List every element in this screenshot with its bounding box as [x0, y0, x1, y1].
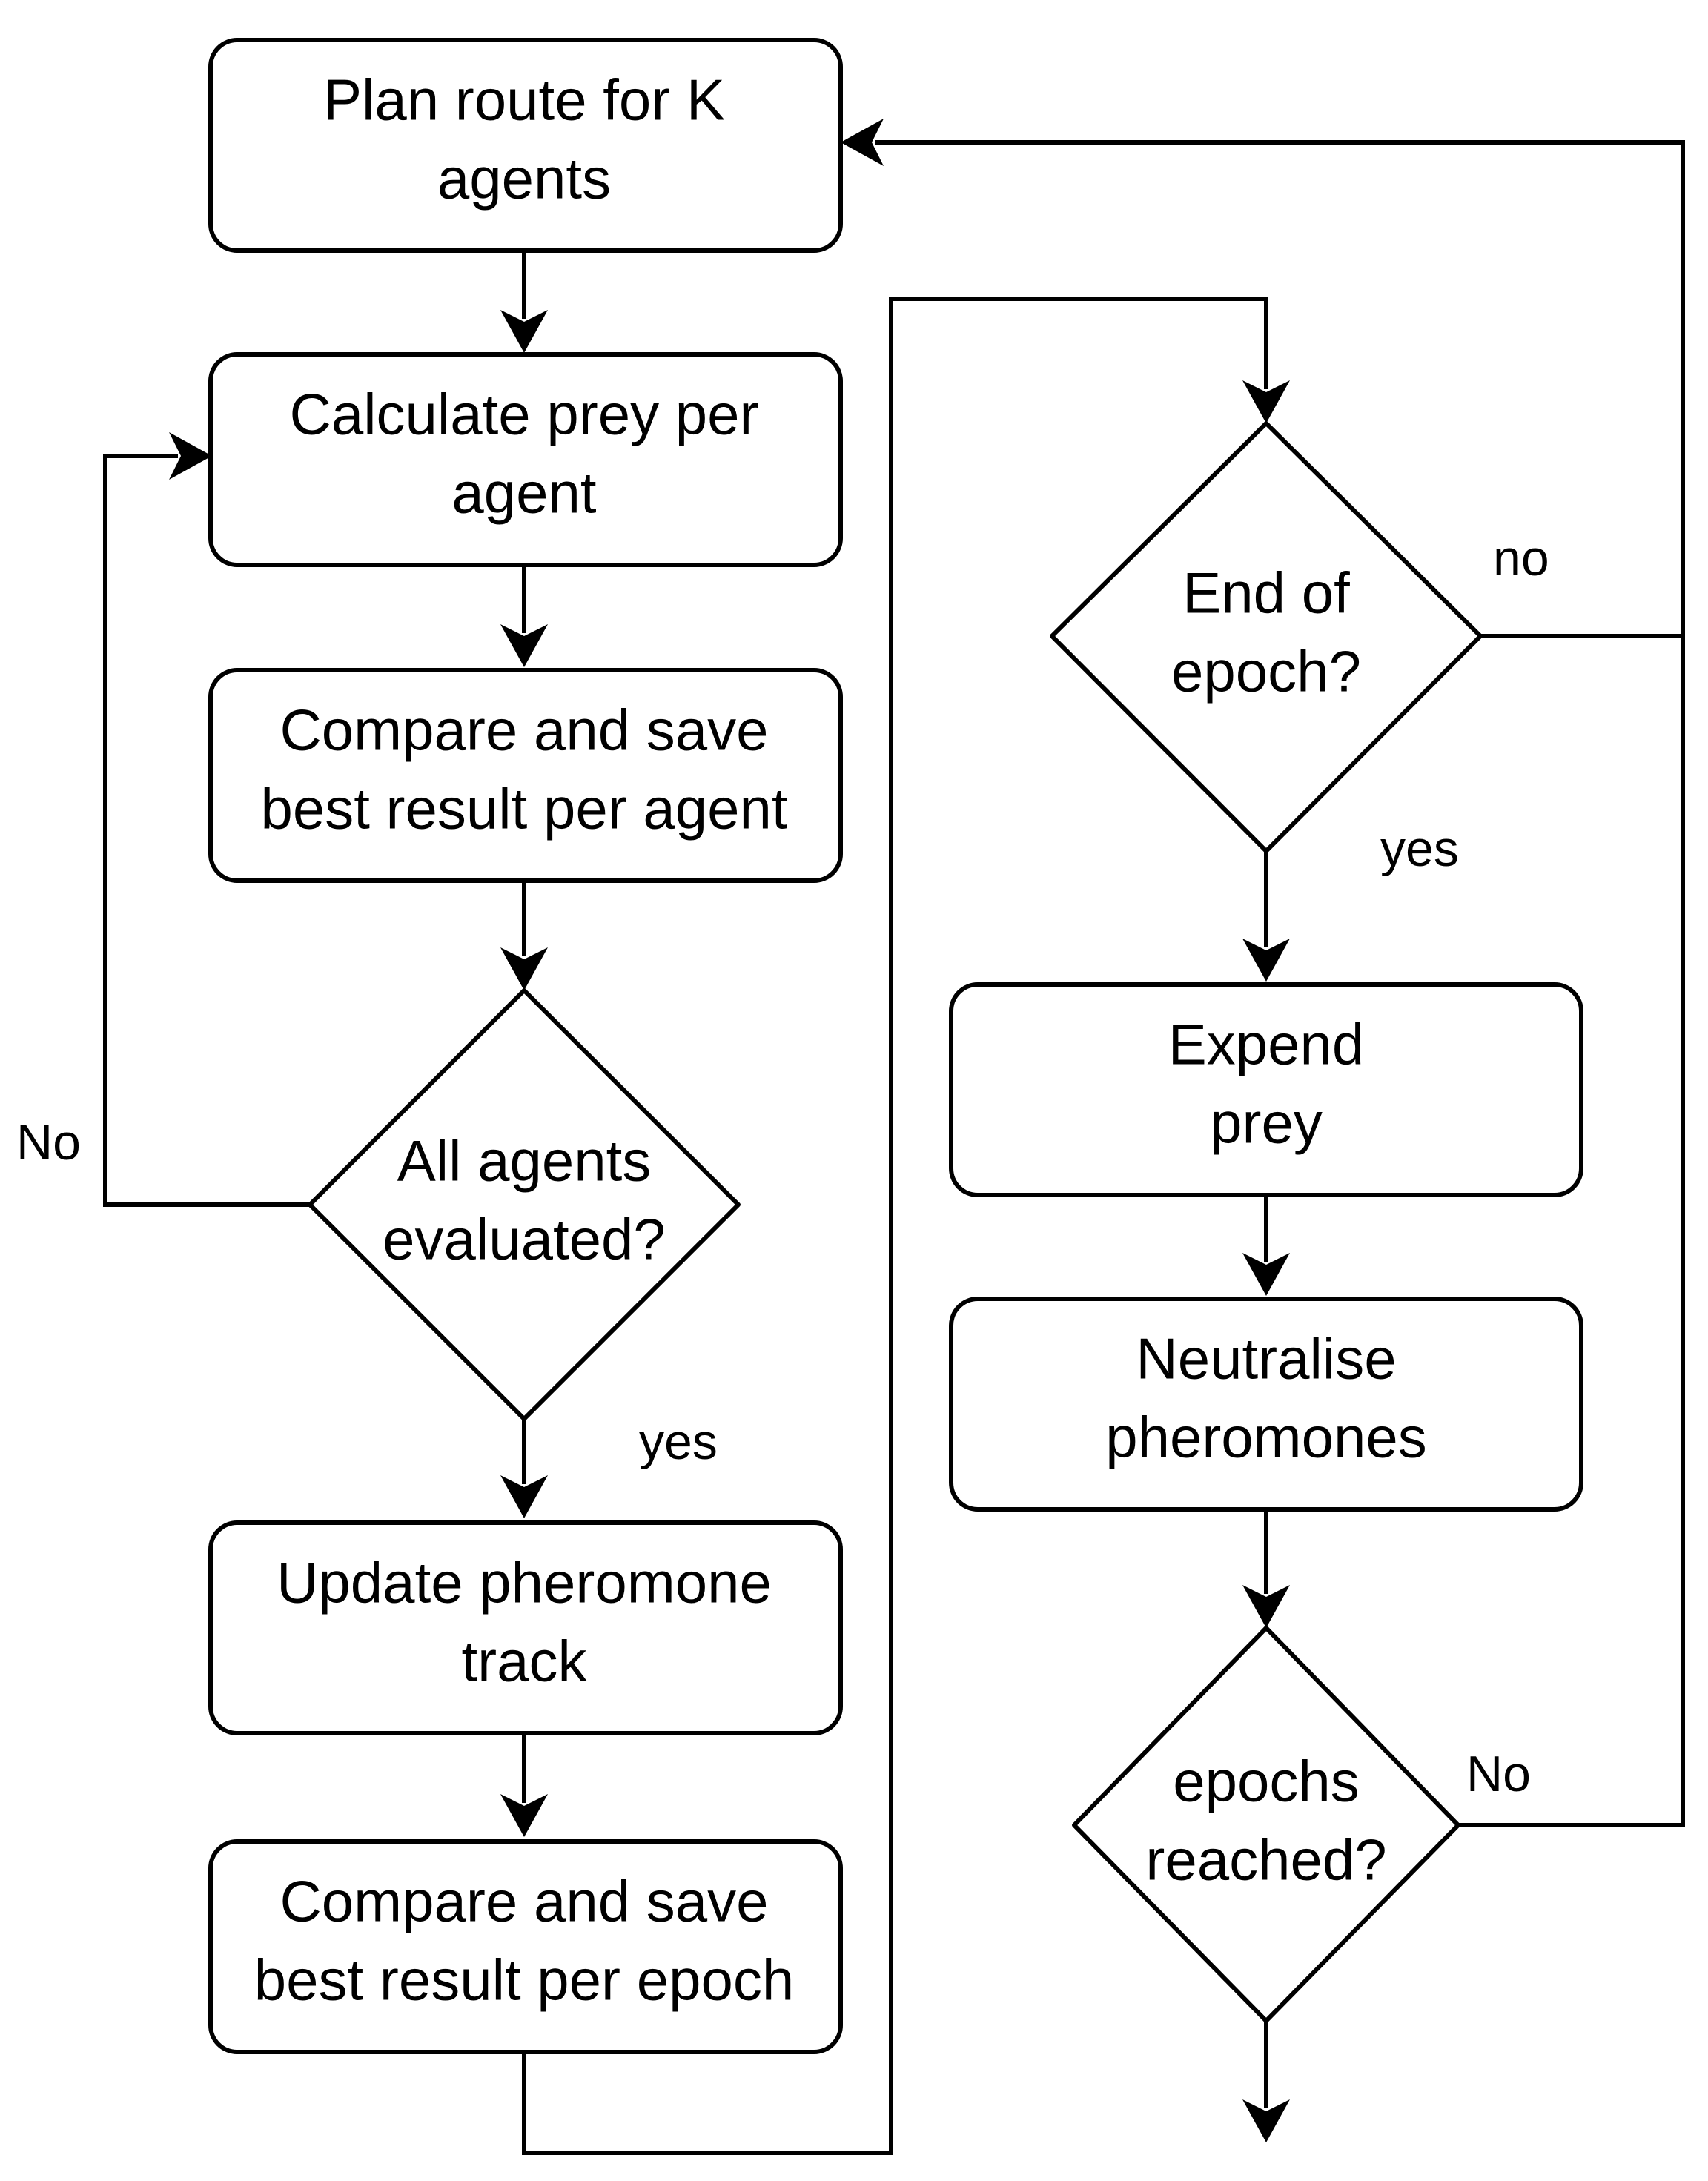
arrowhead-expend-to-neutralise [1242, 1253, 1290, 1296]
arrowhead-end-of-epoch-yes [1242, 939, 1290, 982]
node-label-line: track [461, 1629, 587, 1694]
node-end-of-epoch: End of epoch? [1050, 421, 1483, 853]
node-label-line: Neutralise [1136, 1326, 1396, 1391]
arrowhead-compare-agent-to-decision [500, 947, 548, 990]
arrowhead-neutralise-to-epochs-reached [1242, 1585, 1290, 1628]
node-epochs-reached: epochs reached? [1072, 1626, 1460, 2023]
node-plan-route: Plan route for K agents [208, 38, 843, 253]
arrowhead-all-evaluated-no [169, 432, 212, 480]
edge-end-of-epoch-no [875, 140, 1685, 638]
edge-label-epochs-reached-no: No [1466, 1746, 1531, 1802]
arrowhead-compare-epoch-to-end-of-epoch [1242, 380, 1290, 423]
node-expend-prey: Expend prey [949, 982, 1583, 1197]
node-neutralise-pheromones: Neutralise pheromones [949, 1297, 1583, 1512]
edge-label-all-evaluated-no: No [16, 1114, 81, 1171]
node-label-line: Compare and save [279, 698, 768, 763]
node-label-line: End of [1182, 560, 1350, 626]
arrowhead-epochs-reached-exit [1242, 2099, 1290, 2142]
decision-diamond [308, 988, 741, 1421]
edge-compare-epoch-to-end-of-epoch [522, 297, 1268, 2155]
decision-diamond [1072, 1626, 1460, 2023]
node-label-line: best result per epoch [254, 1947, 794, 2013]
node-compare-save-agent: Compare and save best result per agent [208, 668, 843, 883]
node-label-line: Calculate prey per [290, 382, 759, 447]
node-label-line: reached? [1145, 1827, 1386, 1893]
process-box [949, 1297, 1583, 1512]
process-box [208, 1520, 843, 1735]
edge-label-all-evaluated-yes: yes [639, 1414, 718, 1470]
edge-label-end-of-epoch-yes: yes [1380, 821, 1459, 877]
node-label-line: pheromones [1105, 1405, 1427, 1470]
node-label-line: agents [437, 146, 611, 211]
node-update-pheromone-track: Update pheromone track [208, 1520, 843, 1735]
process-box [208, 38, 843, 253]
arrowhead-end-of-epoch-no [841, 119, 884, 166]
node-calculate-prey: Calculate prey per agent [208, 352, 843, 567]
node-label-line: Update pheromone [277, 1550, 772, 1615]
node-label-line: agent [451, 460, 597, 526]
edges [103, 119, 1685, 2155]
process-box [208, 352, 843, 567]
node-label-line: epochs [1173, 1749, 1360, 1814]
node-compare-save-epoch: Compare and save best result per epoch [208, 1839, 843, 2054]
node-label-line: best result per agent [260, 776, 787, 841]
node-label-line: Expend [1168, 1012, 1365, 1077]
process-box [208, 668, 843, 883]
edge-labels: No yes no yes No [16, 530, 1549, 1802]
node-label-line: epoch? [1171, 639, 1361, 704]
arrowhead-plan-to-calc [500, 310, 548, 353]
node-label-line: Plan route for K [323, 67, 725, 133]
arrowhead-update-to-compare-epoch [500, 1794, 548, 1837]
edge-epochs-reached-no [1458, 636, 1685, 1827]
node-label-line: All agents [397, 1128, 652, 1194]
arrowhead-calc-to-compare-agent [500, 624, 548, 667]
process-box [208, 1839, 843, 2054]
edge-all-evaluated-no [103, 454, 310, 1207]
node-label-line: prey [1210, 1090, 1323, 1156]
edge-label-end-of-epoch-no: no [1493, 530, 1549, 586]
process-box [949, 982, 1583, 1197]
decision-diamond [1050, 421, 1483, 853]
node-label-line: evaluated? [383, 1207, 666, 1272]
node-all-agents-evaluated: All agents evaluated? [308, 988, 741, 1421]
arrowhead-all-evaluated-yes [500, 1475, 548, 1518]
node-label-line: Compare and save [279, 1869, 768, 1934]
